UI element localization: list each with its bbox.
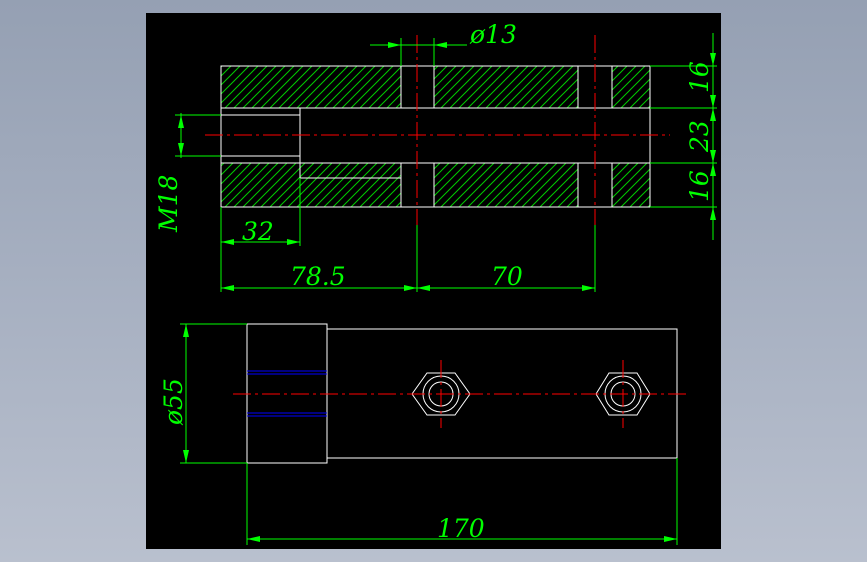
- dim-diameter-13: ø13: [469, 20, 517, 49]
- dim-length-170: 170: [437, 514, 485, 543]
- dim-thickness-16-top: 16: [685, 61, 714, 93]
- dim-diameter-55: ø55: [159, 378, 188, 426]
- cad-drawing: ø13 16 23 16 M18 32 78.5 70 ø55 170: [154, 20, 717, 545]
- plan-view: [233, 323, 688, 464]
- dim-depth-32: 32: [242, 217, 274, 246]
- section-view: [205, 35, 670, 225]
- plan-centerlines: [233, 360, 688, 428]
- bore-outline: [220, 66, 651, 207]
- dim-hole-23: 23: [685, 120, 714, 153]
- dimension-lines: [175, 33, 717, 545]
- flat-lines: [247, 370, 327, 417]
- dim-thread-m18: M18: [154, 175, 183, 233]
- dim-thickness-16-bottom: 16: [685, 170, 714, 202]
- section-centerlines: [205, 35, 670, 225]
- section-hatch: [220, 65, 651, 208]
- dim-distance-70: 70: [491, 262, 523, 291]
- dim-distance-78-5: 78.5: [290, 262, 346, 291]
- cad-drawing-viewport[interactable]: ø13 16 23 16 M18 32 78.5 70 ø55 170: [146, 13, 721, 549]
